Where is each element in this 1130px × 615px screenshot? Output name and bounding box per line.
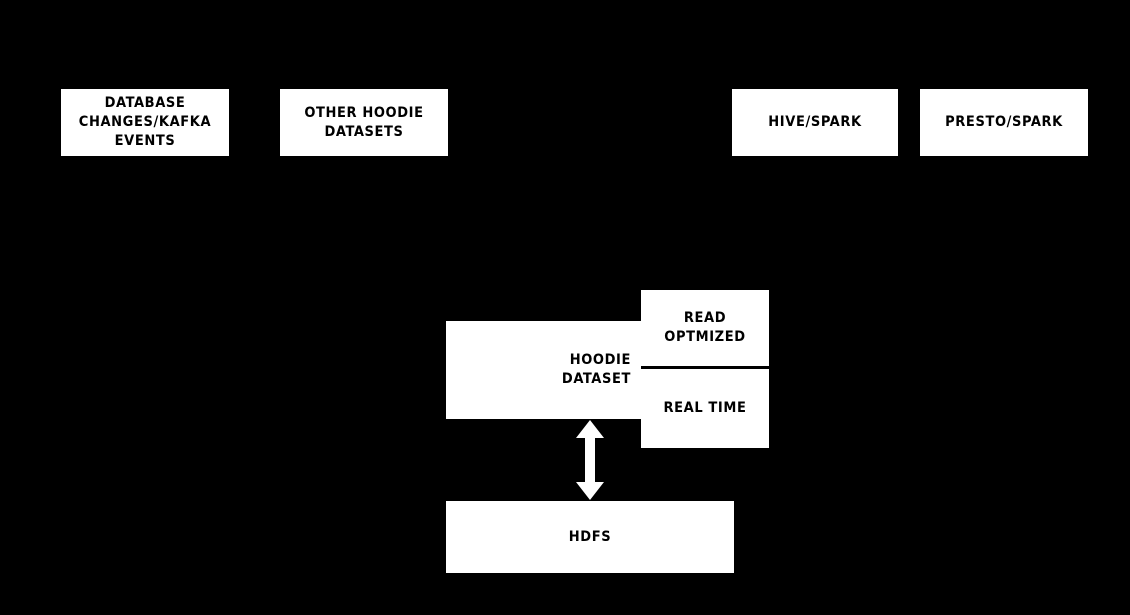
double-arrow-icon-dataset-hdfs [574,419,606,501]
node-presto-spark[interactable]: PRESTO/SPARK [920,89,1088,156]
node-other-hoodie-datasets[interactable]: OTHER HOODIE DATASETS [280,89,448,156]
node-hdfs[interactable]: HDFS [446,501,734,573]
node-real-time-view[interactable]: REAL TIME [641,369,769,448]
node-read-optimized-view[interactable]: READ OPTMIZED [641,290,769,369]
node-hoodie-dataset[interactable]: HOODIE DATASET [446,321,641,419]
node-hive-spark[interactable]: HIVE/SPARK [732,89,898,156]
node-database-changes-kafka-events[interactable]: DATABASE CHANGES/KAFKA EVENTS [61,89,229,156]
